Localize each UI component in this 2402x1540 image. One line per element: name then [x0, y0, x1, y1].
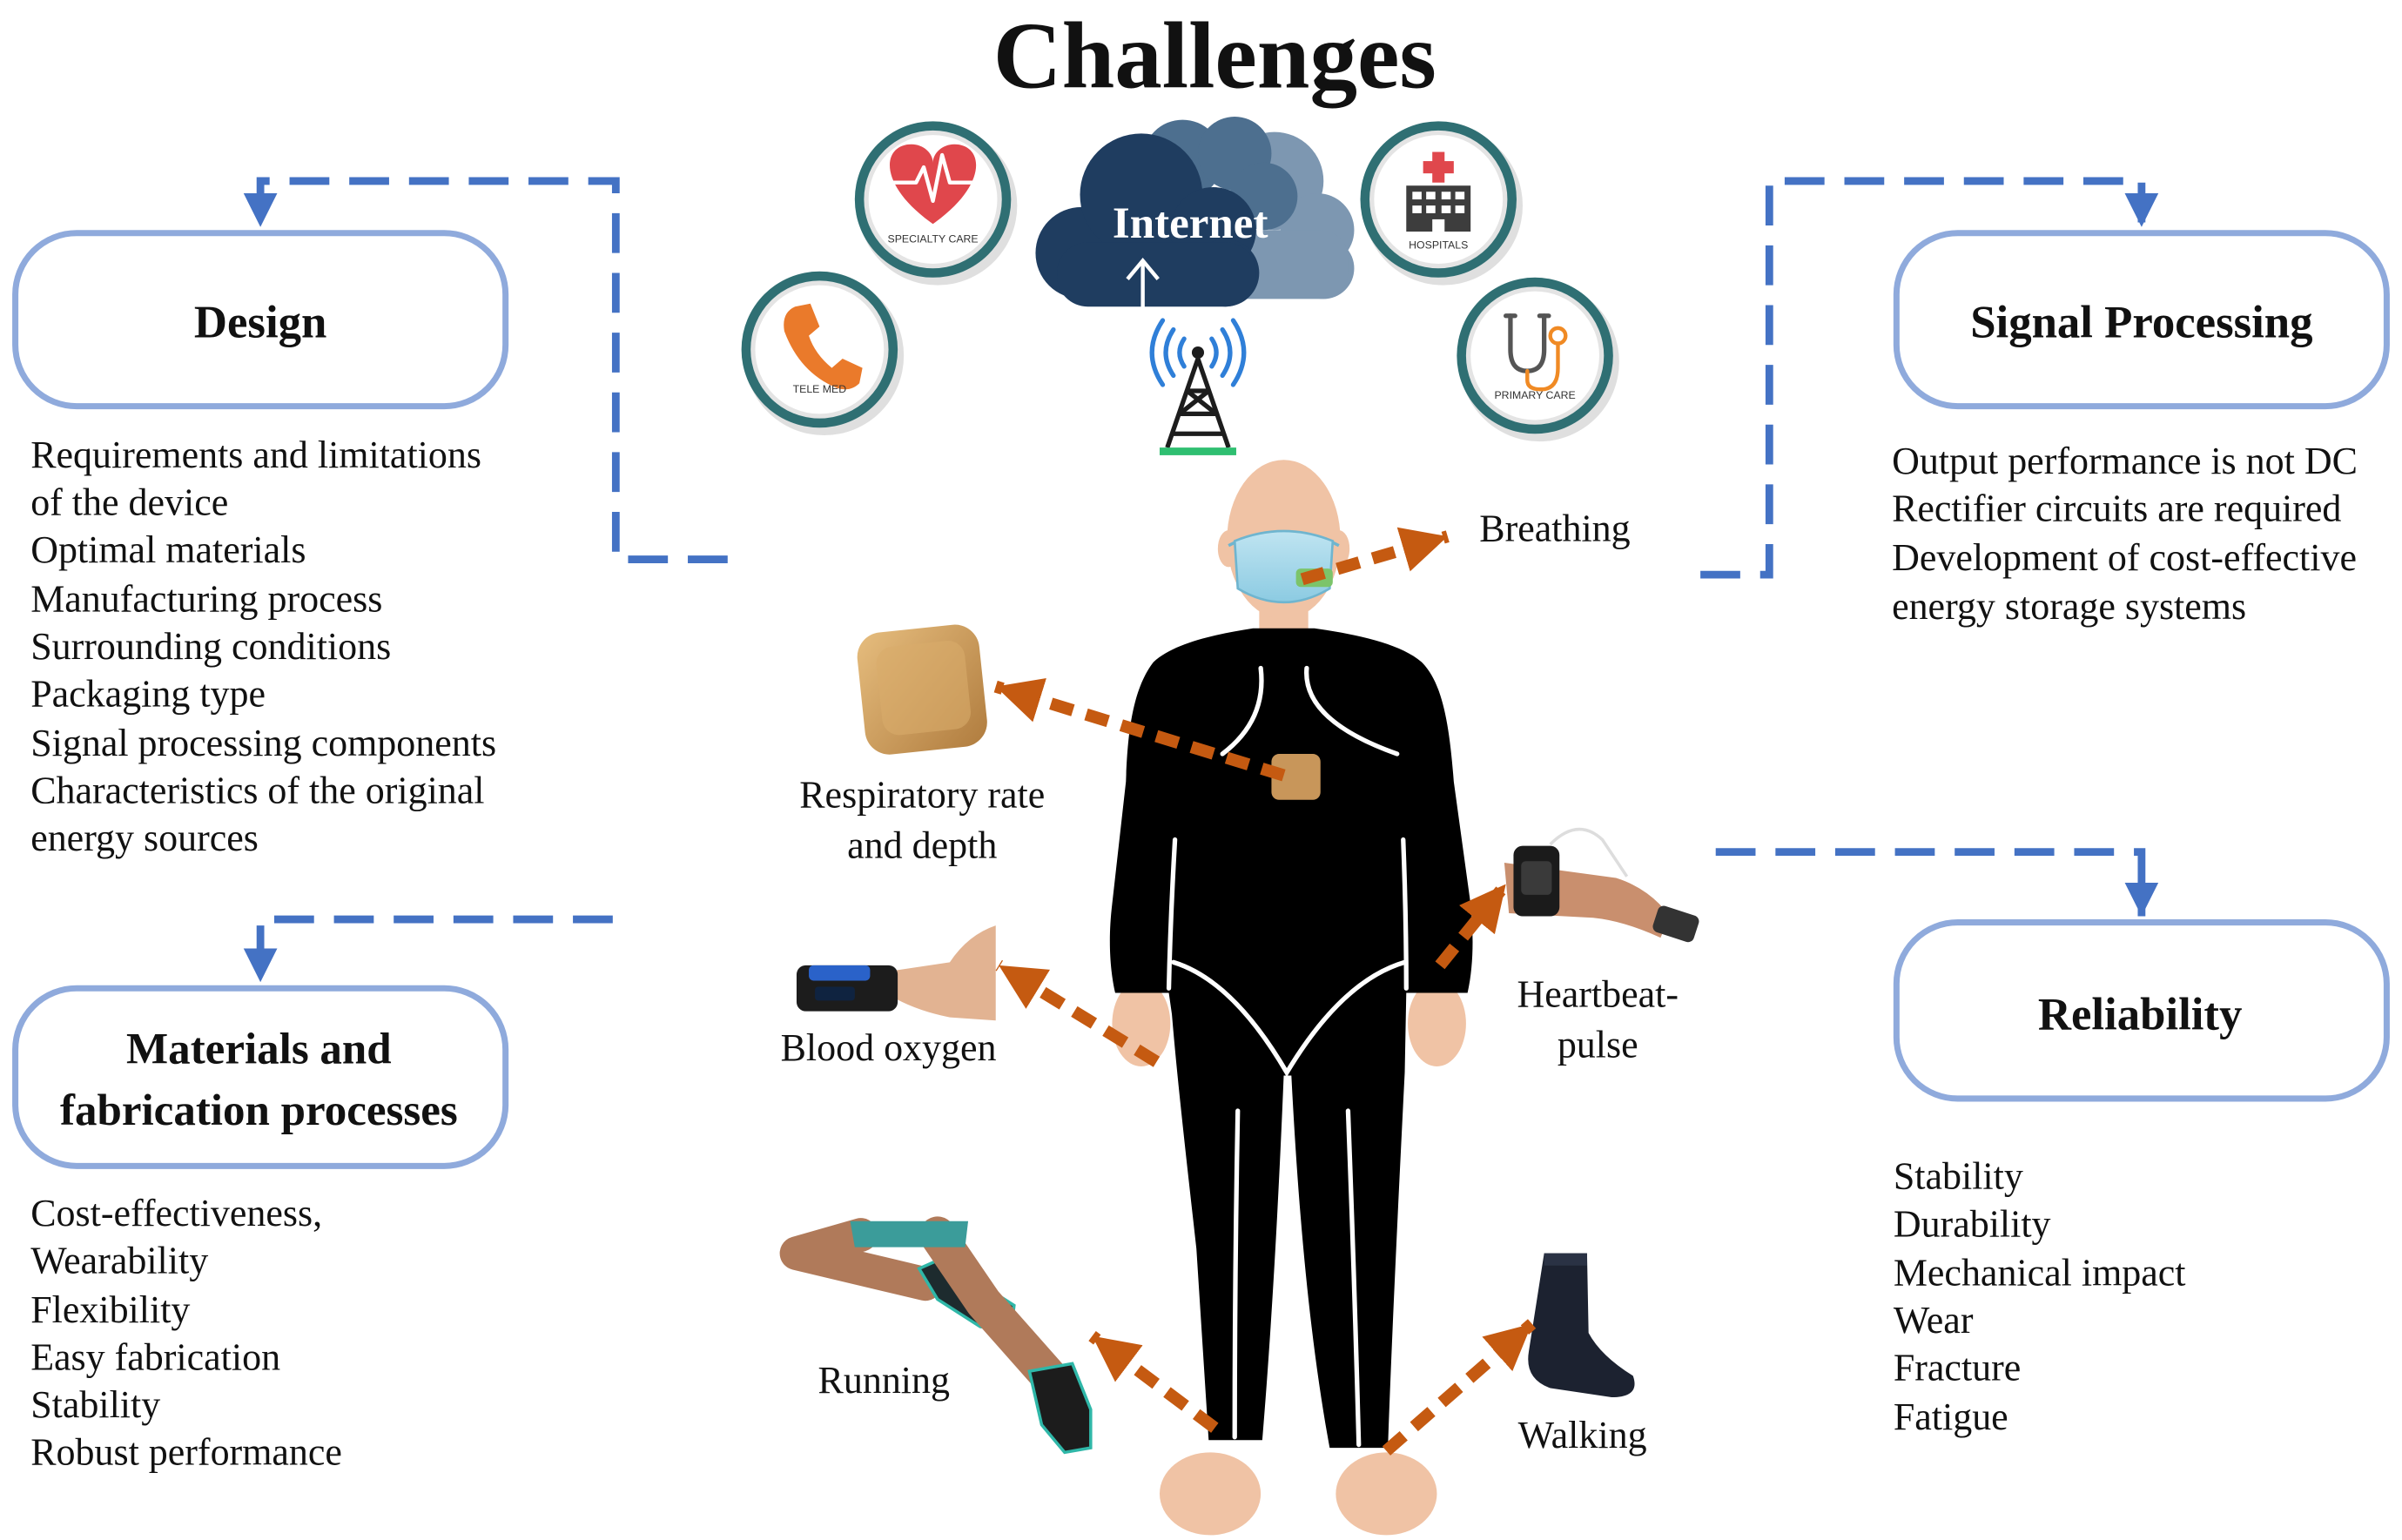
materials-list: Cost-effectiveness, Wearability Flexibil…: [30, 1192, 342, 1473]
reliability-box: [1893, 919, 2390, 1102]
left-hand: [1112, 980, 1171, 1066]
design-list: Requirements and limitations of the devi…: [30, 434, 496, 859]
running-label: Running: [818, 1359, 950, 1402]
page-title: Challenges: [993, 3, 1436, 109]
hospitals-label: HOSPITALS: [1409, 239, 1468, 251]
list-item: Robust performance: [30, 1430, 342, 1473]
materials-panel: Materials and fabrication processes Cost…: [12, 985, 509, 1473]
sensor-arrows: [993, 527, 1537, 1456]
respiratory-label-line-2: and depth: [847, 824, 997, 867]
signal-processing-list: Output performance is not DC Rectifier c…: [1892, 440, 2358, 628]
list-item: Stability: [1894, 1155, 2023, 1198]
human-figure: [1109, 460, 1473, 1536]
list-item: Mechanical impact: [1894, 1252, 2186, 1295]
materials-box: [12, 985, 509, 1169]
phone-icon: [784, 303, 863, 390]
list-item: Requirements and limitations: [30, 434, 481, 476]
running-arrow: [1088, 1331, 1219, 1433]
breathing-label: Breathing: [1479, 507, 1630, 549]
list-item: Surrounding conditions: [30, 625, 391, 668]
running-legs-icon: [779, 1216, 1093, 1455]
list-item: Manufacturing process: [30, 577, 382, 620]
list-item: Wearability: [30, 1240, 208, 1282]
list-item: energy storage systems: [1892, 585, 2246, 628]
network-cluster: Internet: [741, 117, 1619, 455]
primary-care-label: PRIMARY CARE: [1494, 389, 1575, 401]
list-item: Easy fabrication: [30, 1335, 280, 1378]
hospitals-badge: HOSPITALS: [1360, 121, 1524, 286]
specialty-care-label: SPECIALTY CARE: [888, 232, 979, 245]
connectors: [243, 177, 2159, 983]
list-item: Packaging type: [30, 672, 266, 715]
list-item: Cost-effectiveness,: [30, 1192, 322, 1234]
design-box: [12, 230, 509, 410]
list-item: Characteristics of the original: [30, 769, 484, 811]
blood-oxygen-label: Blood oxygen: [781, 1026, 997, 1069]
heartbeat-label-line-1: Heartbeat-: [1517, 972, 1679, 1015]
walking-label: Walking: [1518, 1414, 1647, 1456]
reliability-connector: [1715, 848, 2159, 917]
right-foot: [1336, 1452, 1437, 1536]
list-item: Output performance is not DC: [1892, 440, 2358, 482]
cloud-label: Internet: [1113, 199, 1268, 248]
list-item: Rectifier circuits are required: [1892, 488, 2341, 530]
list-item: Development of cost-effective: [1892, 536, 2357, 579]
design-connector: [243, 177, 728, 563]
upload-arrow-icon: [1126, 258, 1160, 318]
heart-ecg-icon: [890, 144, 977, 225]
primary-care-badge: PRIMARY CARE: [1457, 277, 1619, 442]
reliability-list: Stability Durability Mechanical impact W…: [1894, 1155, 2186, 1438]
right-hand: [1408, 980, 1466, 1066]
blood-oxygen-arrow: [995, 959, 1161, 1067]
antenna-tower-icon: [1149, 318, 1247, 455]
suit-seams: [1166, 665, 1409, 1448]
black-suit: [1109, 628, 1473, 1449]
materials-connector: [243, 915, 613, 983]
breathing-arrow: [1300, 527, 1450, 586]
walking-arrow: [1382, 1319, 1537, 1456]
list-item: Flexibility: [30, 1288, 190, 1331]
stethoscope-icon: [1504, 313, 1568, 392]
tele-med-label: TELE MED: [793, 383, 847, 395]
cloud-icon: Internet: [1035, 117, 1355, 318]
wrist-monitor-icon: [1504, 827, 1699, 943]
left-foot: [1159, 1452, 1262, 1536]
list-item: Stability: [30, 1383, 160, 1426]
list-item: Wear: [1894, 1299, 1974, 1342]
signal-processing-panel: Signal Processing Output performance is …: [1892, 230, 2390, 628]
respiratory-arrow: [993, 677, 1286, 782]
design-heading: Design: [194, 297, 326, 347]
list-item: Signal processing components: [30, 722, 496, 764]
pulse-oximeter-icon: [796, 925, 996, 1021]
hospital-icon: [1406, 151, 1471, 232]
respiratory-label-line-1: Respiratory rate: [799, 774, 1045, 817]
heartbeat-arrow: [1435, 880, 1511, 970]
list-item: energy sources: [30, 817, 259, 859]
list-item: Durability: [1894, 1202, 2051, 1245]
specialty-care-badge: SPECIALTY CARE: [854, 121, 1018, 286]
list-item: Fatigue: [1894, 1395, 2008, 1438]
list-item: Fracture: [1894, 1347, 2021, 1389]
list-item: Optimal materials: [30, 528, 306, 571]
face-mask: [1228, 529, 1340, 604]
materials-heading-line-2: fabrication processes: [60, 1086, 458, 1135]
signal-processing-heading: Signal Processing: [1970, 297, 2312, 347]
sock-icon: [1528, 1253, 1635, 1398]
reliability-heading: Reliability: [2038, 990, 2243, 1040]
heartbeat-label-line-2: pulse: [1558, 1023, 1638, 1066]
body-labels: Breathing Respiratory rate and depth Blo…: [781, 507, 1679, 1456]
materials-heading-line-1: Materials and: [126, 1025, 392, 1073]
signal-processing-box: [1893, 230, 2390, 410]
adhesive-patch-icon: [857, 624, 987, 755]
design-panel: Design Requirements and limitations of t…: [12, 230, 509, 859]
tele-med-badge: TELE MED: [741, 271, 905, 436]
chest-sensor-patch: [1271, 754, 1321, 800]
signal-processing-connector: [1700, 177, 2159, 579]
reliability-panel: Reliability Stability Durability Mechani…: [1893, 919, 2390, 1438]
list-item: of the device: [30, 481, 228, 524]
